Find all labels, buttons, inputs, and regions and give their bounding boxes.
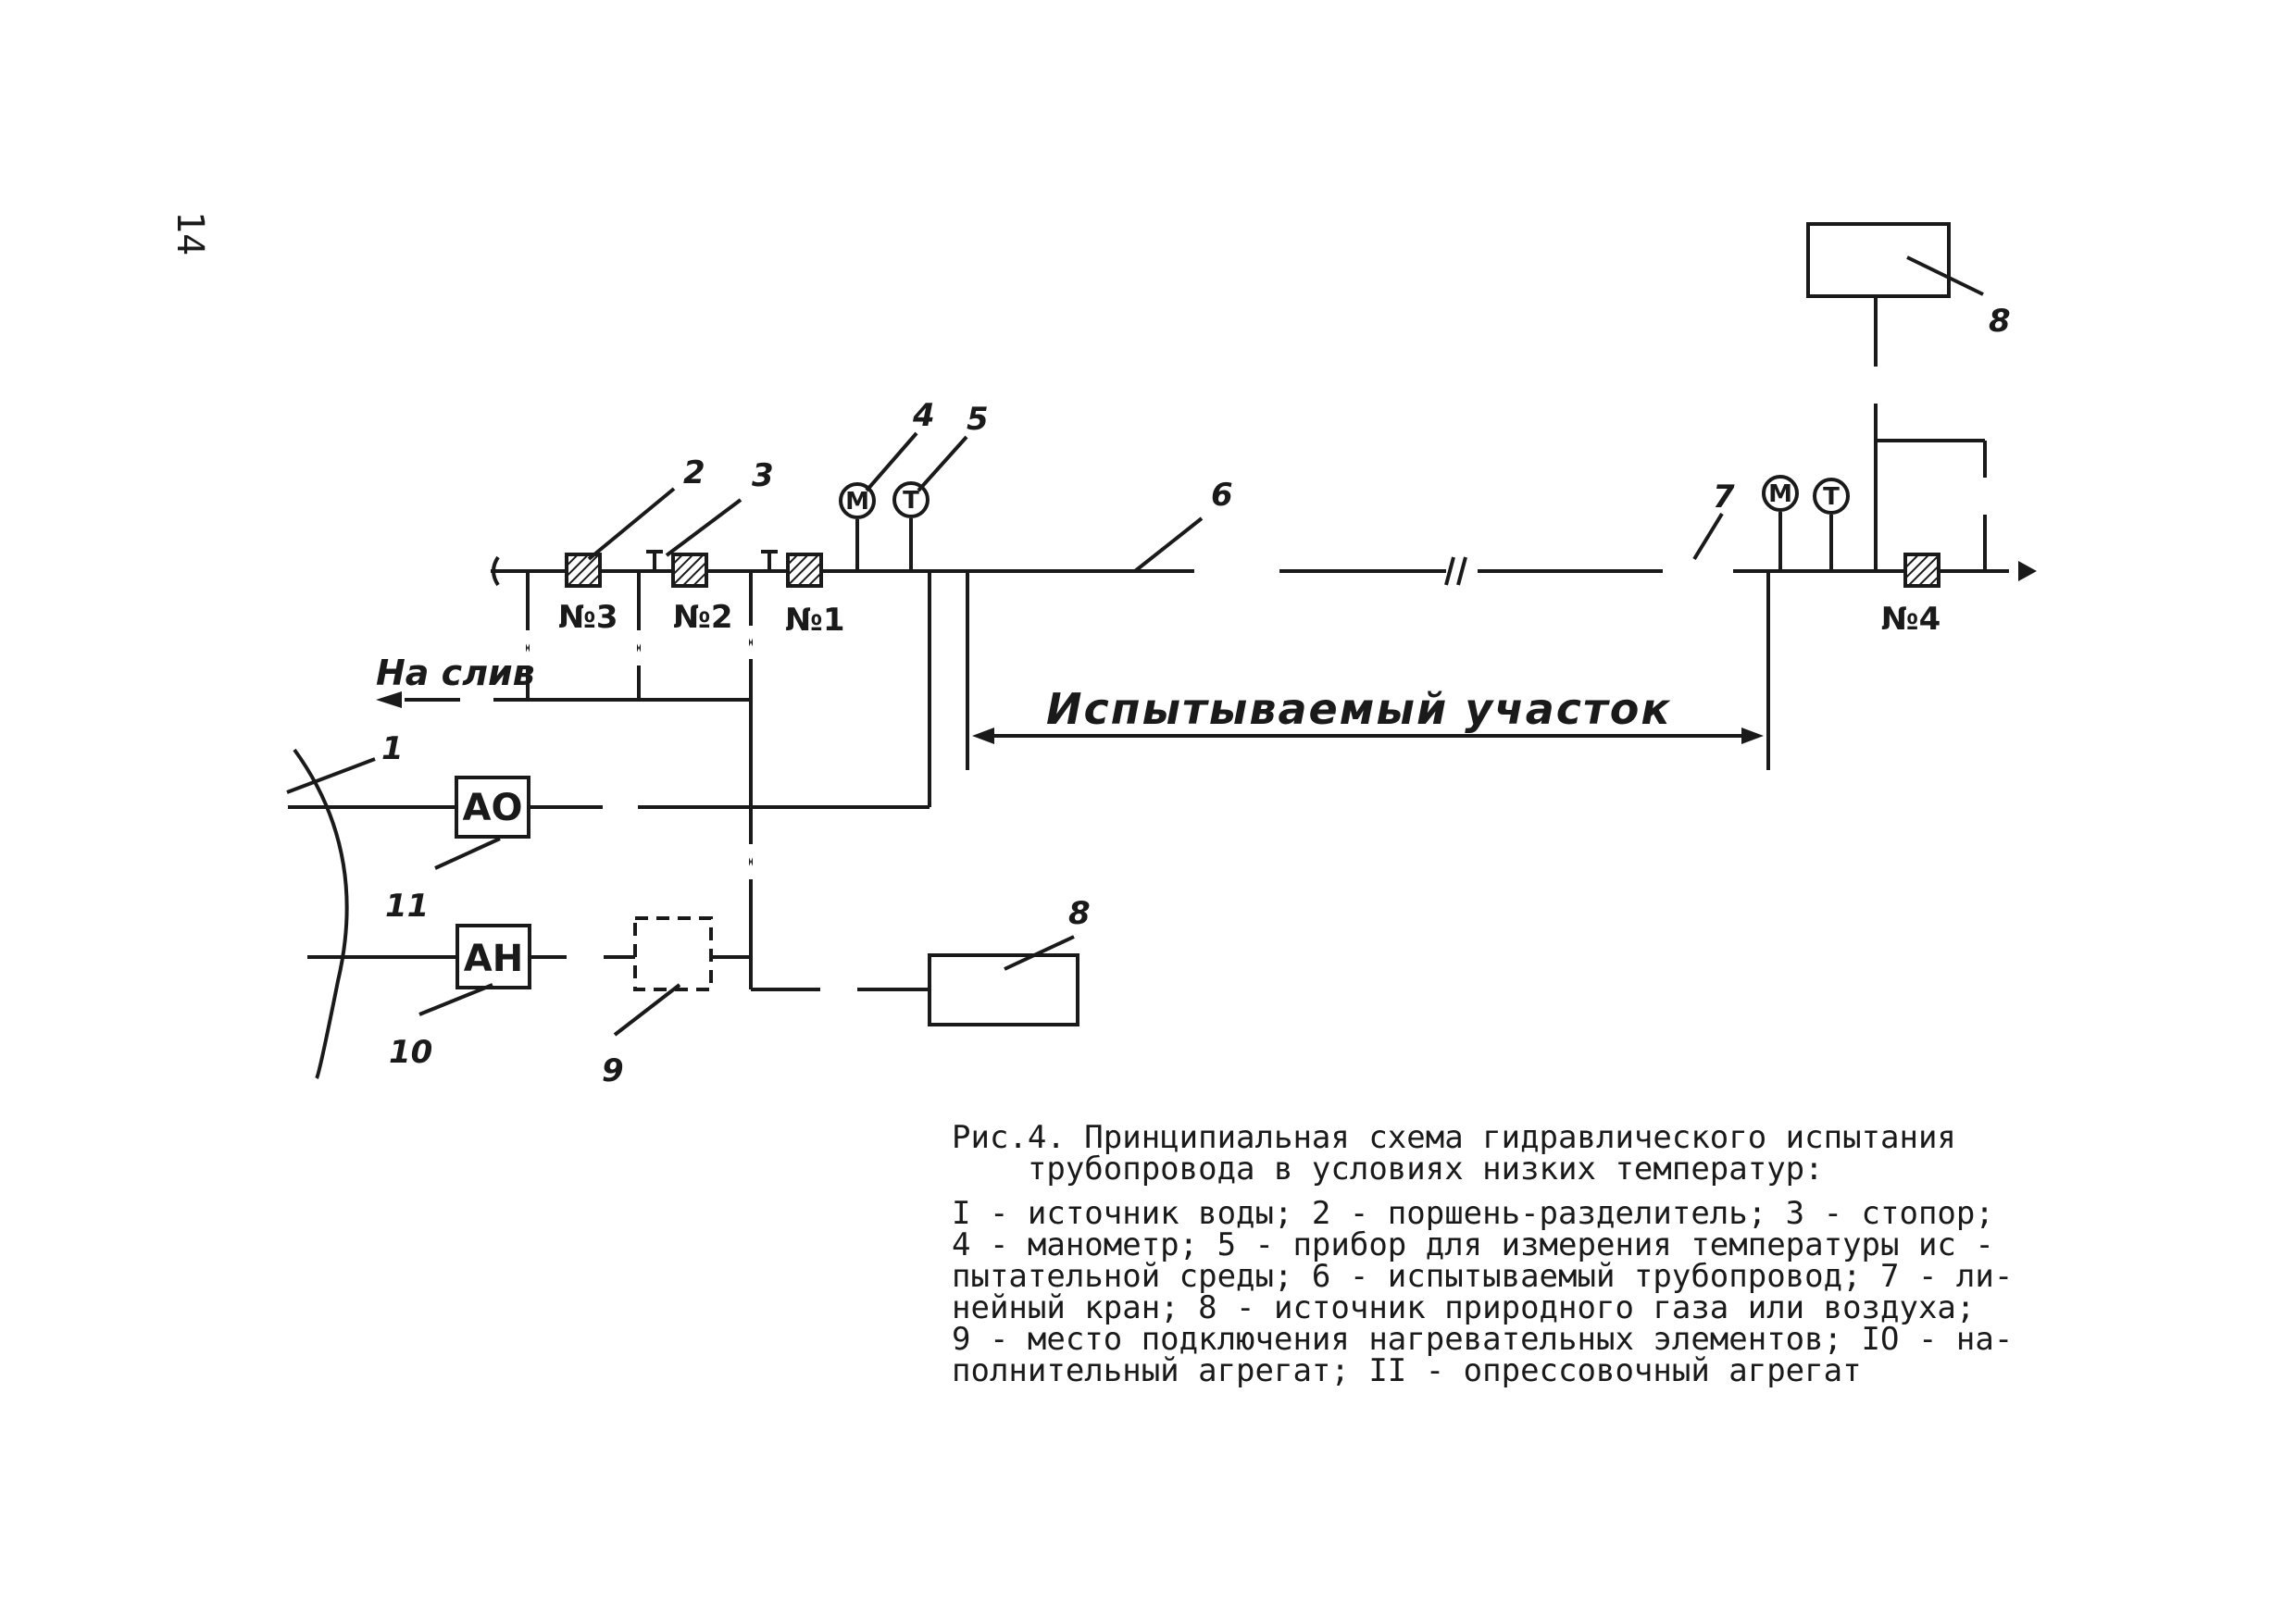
leader-lines xyxy=(286,255,1984,1037)
label-11: 11 xyxy=(385,888,429,925)
pipe-outlet-arrow xyxy=(2018,561,2037,581)
branch-valve-2a xyxy=(631,630,646,648)
label-5: 5 xyxy=(967,401,989,438)
gas-valve-bottom-b xyxy=(839,981,857,998)
pressure-unit-line xyxy=(288,776,930,839)
stopper-b xyxy=(761,550,778,571)
manometer-left: М xyxy=(839,482,876,571)
thermometer-left: Т xyxy=(892,481,930,571)
stopper-a xyxy=(646,550,663,571)
drain-arrow xyxy=(376,691,402,708)
box-label-ao: АО xyxy=(463,787,523,829)
gas-source-bottom-line xyxy=(751,953,1079,1026)
svg-text:Т: Т xyxy=(1823,483,1840,511)
gas-source-top-line xyxy=(1806,222,1987,571)
pig-no4 xyxy=(1903,553,1940,588)
trunk-valve-a xyxy=(743,844,758,862)
label-10: 10 xyxy=(389,1034,432,1071)
pig-label-no3: №3 xyxy=(558,599,618,636)
drain-valve-b xyxy=(477,692,493,707)
pig-no2 xyxy=(671,553,708,588)
trunk-valve-b xyxy=(743,862,758,879)
branch-valve-1b xyxy=(520,648,535,665)
caption-legend: I - источник воды; 2 - поршень-разделите… xyxy=(952,1195,2014,1389)
label-3: 3 xyxy=(752,457,774,494)
pig-label-no1: №1 xyxy=(785,602,845,639)
filling-unit-line xyxy=(307,916,751,991)
heater-place-box xyxy=(633,916,713,991)
branch-valve-2b xyxy=(631,648,646,665)
label-9: 9 xyxy=(602,1052,624,1089)
pipe-break-mark xyxy=(1444,556,1467,586)
branch-valve-1a xyxy=(520,630,535,648)
gas-source-top-box xyxy=(1806,222,1951,298)
gas-valve-top-b xyxy=(1868,385,1883,404)
test-section-dimension xyxy=(966,571,1770,770)
label-2: 2 xyxy=(683,454,705,491)
svg-text:М: М xyxy=(1768,480,1792,508)
label-7: 7 xyxy=(1713,479,1735,516)
gas-source-bottom-box xyxy=(928,953,1079,1026)
filling-valve-b xyxy=(585,949,604,965)
water-source-boundary xyxy=(293,748,349,1080)
caption-title: Рис.4. Принципиальная схема гидравлическ… xyxy=(952,1119,1956,1188)
line-valve-left-a xyxy=(1194,556,1237,586)
test-section-label: Испытываемый участок xyxy=(1046,684,1672,734)
line-valve-right-a xyxy=(1663,556,1698,586)
label-8-bottom: 8 xyxy=(1068,895,1091,932)
svg-text:М: М xyxy=(845,488,869,516)
label-8-top: 8 xyxy=(1989,303,2011,340)
pressure-valve-b xyxy=(620,799,638,815)
label-4: 4 xyxy=(912,397,935,434)
pig-no1 xyxy=(786,553,823,588)
pig-label-no4: №4 xyxy=(1881,601,1941,638)
pig-label-no2: №2 xyxy=(673,599,733,636)
drain-valve-a xyxy=(460,692,477,707)
bypass-valve-a xyxy=(1978,478,1992,496)
svg-text:Т: Т xyxy=(903,487,919,515)
line-valve-right-b xyxy=(1698,556,1733,586)
drain-label: На слив xyxy=(376,653,535,693)
branch-valve-3a xyxy=(743,626,758,642)
figure-caption: Рис.4. Принципиальная схема гидравлическ… xyxy=(952,1122,2063,1387)
filling-valve-a xyxy=(567,949,585,965)
manometer-right: М xyxy=(1762,475,1799,571)
gas-valve-bottom-a xyxy=(820,981,839,998)
thermometer-right: Т xyxy=(1813,478,1850,571)
label-6: 6 xyxy=(1211,477,1233,514)
bypass-valve-b xyxy=(1978,496,1992,515)
branch-valve-3b xyxy=(743,642,758,659)
pressure-valve-a xyxy=(603,799,620,815)
label-1: 1 xyxy=(381,730,404,767)
box-label-an: АН xyxy=(464,938,523,980)
gas-valve-top-a xyxy=(1868,367,1883,385)
pig-no3 xyxy=(565,553,602,588)
line-valve-left-b xyxy=(1237,556,1279,586)
